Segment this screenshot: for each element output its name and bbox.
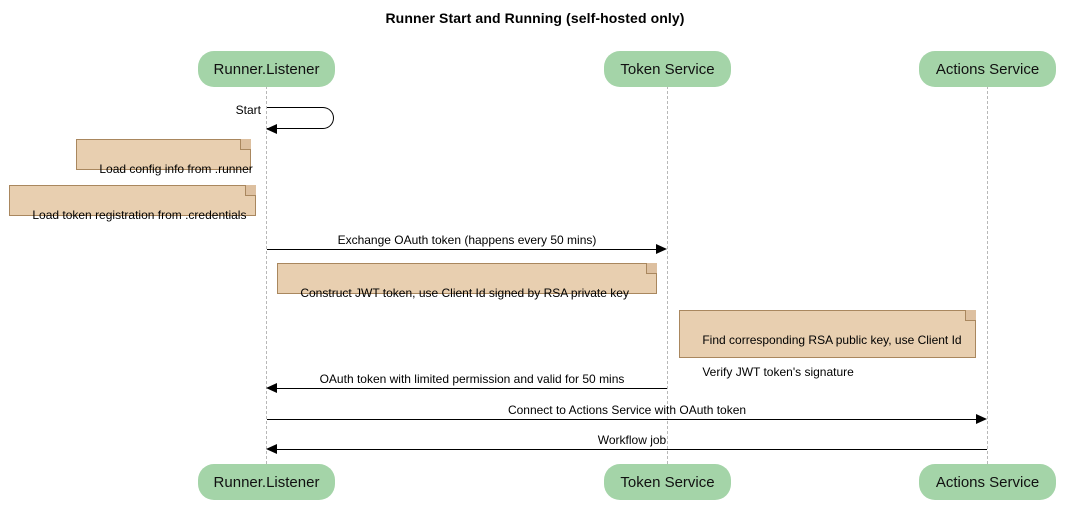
participant-label: Runner.Listener — [213, 473, 320, 491]
message-start-arrowhead — [266, 124, 277, 134]
lifeline-runner-listener — [266, 86, 267, 464]
message-arrowhead-oauth-token-limited — [266, 383, 277, 393]
participant-runner-listener-bottom[interactable]: Runner.Listener — [198, 464, 335, 500]
diagram-title: Runner Start and Running (self-hosted on… — [385, 10, 685, 26]
participant-label: Actions Service — [935, 60, 1040, 78]
note-text: Load token registration from .credential… — [32, 208, 247, 222]
participant-label: Runner.Listener — [213, 60, 320, 78]
participant-label: Token Service — [620, 473, 715, 491]
note-text-line-2: Verify JWT token's signature — [702, 365, 854, 379]
message-label-connect-actions-service: Connect to Actions Service with OAuth to… — [507, 403, 747, 417]
note-construct-jwt-token: Construct JWT token, use Client Id signe… — [277, 263, 657, 300]
note-fold-corner-icon — [646, 263, 657, 274]
message-arrowhead-exchange-oauth-token — [656, 244, 667, 254]
message-line-connect-actions-service — [267, 419, 977, 420]
note-load-token-registration: Load token registration from .credential… — [9, 185, 256, 222]
message-label-workflow-job: Workflow job — [597, 433, 667, 447]
note-text-line-1: Find corresponding RSA public key, use C… — [702, 333, 962, 347]
note-fold-corner-icon — [240, 139, 251, 150]
note-load-config: Load config info from .runner — [76, 139, 253, 176]
message-line-oauth-token-limited — [277, 388, 667, 389]
note-text: Construct JWT token, use Client Id signe… — [300, 286, 629, 300]
message-arrowhead-connect-actions-service — [976, 414, 987, 424]
participant-label: Actions Service — [935, 473, 1040, 491]
participant-runner-listener-top[interactable]: Runner.Listener — [198, 51, 335, 87]
note-fold-corner-icon — [965, 310, 976, 321]
message-line-workflow-job — [277, 449, 987, 450]
note-fold-corner-icon — [245, 185, 256, 196]
participant-token-service-bottom[interactable]: Token Service — [604, 464, 731, 500]
lifeline-token-service — [667, 86, 668, 464]
participant-actions-service-top[interactable]: Actions Service — [919, 51, 1056, 87]
note-text: Load config info from .runner — [99, 162, 253, 176]
participant-label: Token Service — [620, 60, 715, 78]
message-line-exchange-oauth-token — [267, 249, 657, 250]
message-arrowhead-workflow-job — [266, 444, 277, 454]
participant-actions-service-bottom[interactable]: Actions Service — [919, 464, 1056, 500]
message-label-exchange-oauth-token: Exchange OAuth token (happens every 50 m… — [337, 233, 597, 247]
note-verify-jwt-signature: Find corresponding RSA public key, use C… — [679, 310, 976, 379]
lifeline-actions-service — [987, 86, 988, 464]
participant-token-service-top[interactable]: Token Service — [604, 51, 731, 87]
message-label-oauth-token-limited: OAuth token with limited permission and … — [319, 372, 625, 386]
self-loop-path — [267, 107, 334, 129]
message-start-self-loop — [267, 107, 334, 129]
message-label-start: Start — [235, 103, 261, 117]
